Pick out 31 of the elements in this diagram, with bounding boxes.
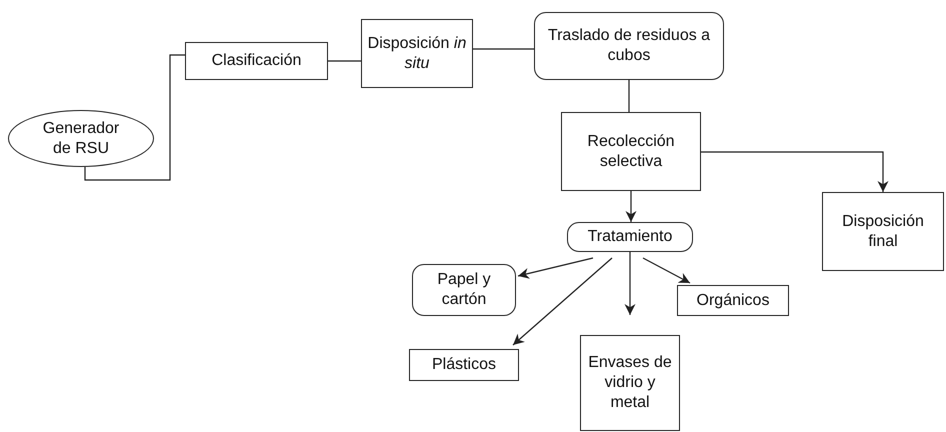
connector-line bbox=[328, 60, 361, 62]
process-box bbox=[580, 335, 680, 431]
node-label: Disposición in situ bbox=[367, 34, 467, 74]
node-label: Tratamiento bbox=[588, 227, 672, 247]
arrow bbox=[518, 257, 594, 279]
node-label: Plásticos bbox=[432, 355, 496, 375]
arrow bbox=[512, 258, 612, 346]
node-label: Recolección selectiva bbox=[586, 132, 676, 172]
connector-line bbox=[628, 80, 630, 112]
rounded-process-box bbox=[534, 12, 724, 80]
arrow bbox=[626, 191, 636, 222]
node-label: Generador de RSU bbox=[42, 118, 120, 158]
process-box bbox=[409, 349, 519, 381]
process-box bbox=[185, 42, 328, 80]
node-label: Disposición final bbox=[841, 212, 925, 252]
process-box bbox=[561, 112, 701, 191]
arrow bbox=[701, 151, 888, 192]
rounded-process-box bbox=[412, 264, 516, 316]
process-box bbox=[361, 19, 473, 88]
node-label: Papel y cartón bbox=[436, 270, 492, 310]
node-label: Orgánicos bbox=[696, 290, 770, 310]
connector-line bbox=[84, 54, 185, 181]
node-label: Traslado de residuos a cubos bbox=[546, 26, 712, 66]
process-box bbox=[677, 285, 789, 316]
arrow bbox=[624, 252, 636, 315]
rounded-process-box bbox=[567, 222, 693, 252]
arrow bbox=[642, 257, 690, 284]
connector-line bbox=[473, 48, 534, 50]
node-label: Envases de vidrio y metal bbox=[588, 353, 672, 413]
process-box bbox=[822, 192, 944, 271]
node-label: Clasificación bbox=[212, 51, 302, 71]
